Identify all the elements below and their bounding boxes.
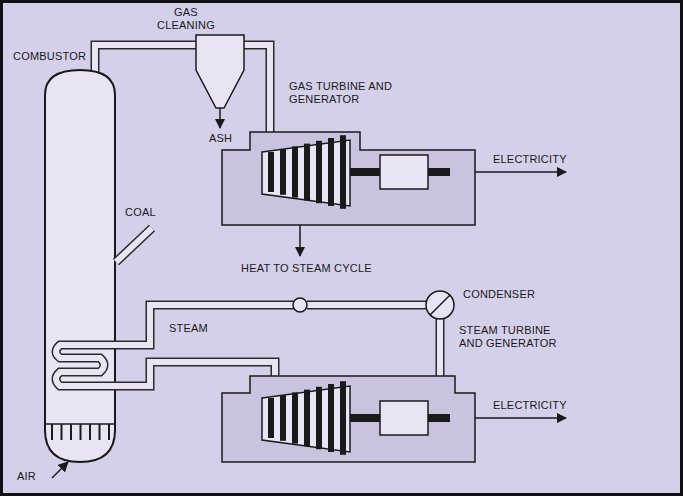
turbine-blade [280, 149, 286, 195]
turbine-blade [316, 387, 322, 449]
turbine-blade [304, 144, 310, 201]
gas-turbine-housing [222, 132, 475, 225]
turbine-blade [340, 381, 346, 455]
turbine-blade [328, 384, 334, 452]
grid-bar [99, 424, 101, 440]
steam-turbine-housing [222, 376, 475, 462]
air-arrow [52, 462, 68, 478]
grid-bar [80, 424, 82, 440]
feed-pump [293, 298, 307, 312]
turbine-blade [304, 390, 310, 447]
part-label: COAL [124, 206, 157, 219]
combustor-vessel [45, 70, 115, 462]
steam-coil [56, 305, 440, 386]
turbine-blade [316, 141, 322, 203]
turbine-blade [292, 392, 298, 443]
ash-arrow [219, 108, 221, 128]
part-label: GAS TURBINE AND GENERATOR [288, 80, 408, 106]
grid-bar [89, 424, 91, 440]
electricity-arrow [475, 417, 566, 419]
part-label: AIR [16, 470, 37, 483]
part-label: ELECTRICITY [492, 399, 568, 412]
grid-bar [70, 424, 72, 440]
coal-feed [116, 228, 152, 262]
turbine-blade [328, 138, 334, 206]
part-label: STEAM [168, 322, 209, 335]
part-label: CONDENSER [462, 288, 536, 301]
turbine-blade [268, 152, 274, 192]
condenser-symbol [426, 291, 454, 319]
grid-plate [46, 423, 114, 425]
turbine-blade [268, 398, 274, 438]
heat-arrow [299, 225, 301, 256]
grid-bar [108, 424, 110, 440]
electricity-arrow [475, 171, 566, 173]
part-label: ELECTRICITY [492, 153, 568, 166]
part-label: COMBUSTOR [12, 50, 87, 63]
part-label: STEAM TURBINE AND GENERATOR [458, 324, 578, 350]
turbine-blade [292, 146, 298, 197]
grid-bar [61, 424, 63, 440]
distributor-grid [46, 424, 114, 440]
turbine-blade [340, 135, 346, 209]
part-label: GAS CLEANING [145, 6, 227, 32]
grid-bar [51, 424, 53, 440]
part-label: ASH [208, 132, 233, 145]
turbine-blade [280, 395, 286, 441]
part-label: HEAT TO STEAM CYCLE [240, 262, 373, 275]
cyclone-separator [196, 35, 244, 108]
